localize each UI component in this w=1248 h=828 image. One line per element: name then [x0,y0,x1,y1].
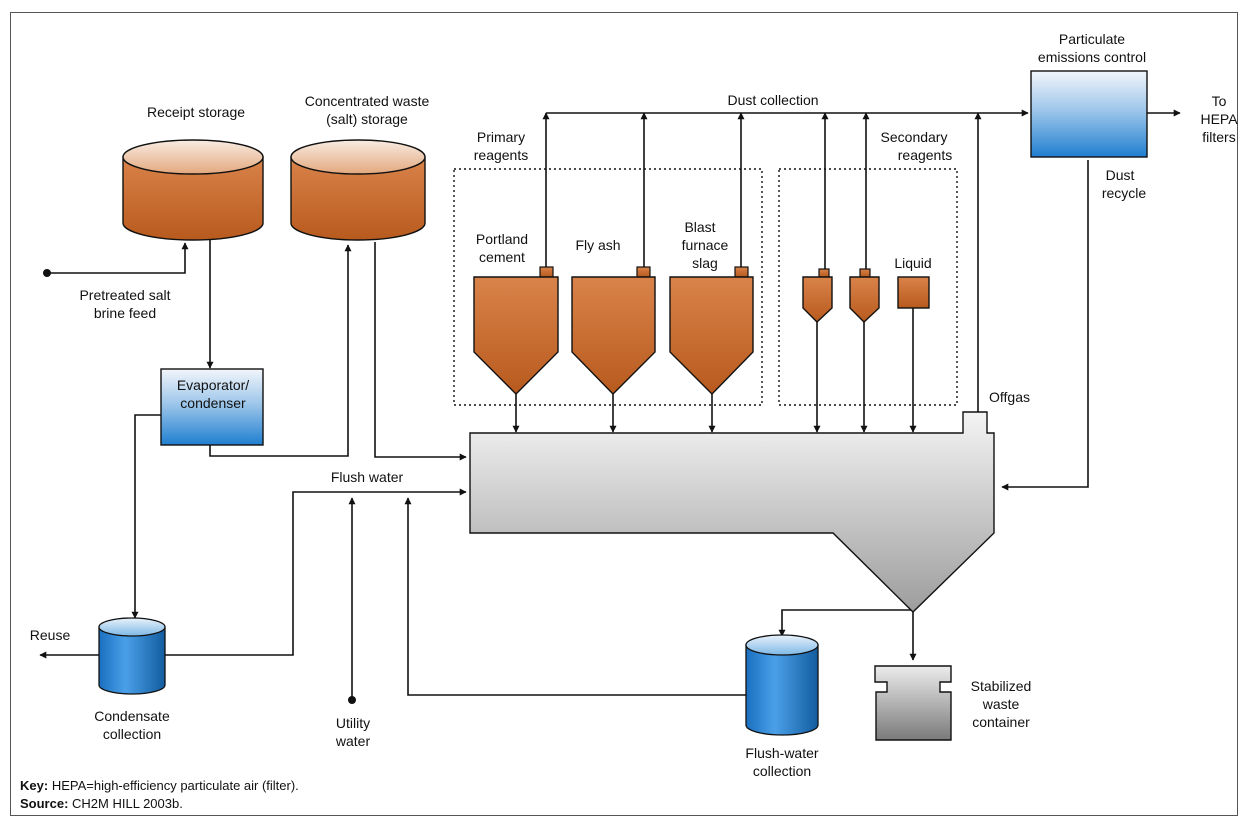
key-text: HEPA=high-efficiency particulate air (fi… [51,778,299,793]
blast-furnace-label: Blast [684,219,715,235]
source-label: Source: [20,796,69,811]
fly-ash-hopper [571,266,656,395]
condensate-collection-label: Condensate [94,708,170,724]
source-text: CH2M HILL 2003b. [72,796,183,811]
brine-feed-dot [43,269,51,277]
utility-water-dot [348,696,356,704]
pretreated-feed-label-2: brine feed [94,305,156,321]
diagram-frame [10,12,1238,816]
diagram-labels: Receipt storage Concentrated waste (salt… [30,31,1238,779]
key-line: Key: HEPA=high-efficiency particulate ai… [20,778,299,793]
offgas-label: Offgas [989,389,1030,405]
secondary-reagents-label-2: reagents [898,147,952,163]
concentrated-waste-label-2: (salt) storage [326,111,408,127]
to-hepa-label: To [1212,93,1227,109]
receipt-storage-label: Receipt storage [147,104,245,120]
condensate-collection-label-2: collection [103,726,161,742]
brine-feed-line [47,242,189,274]
secondary-hopper-2 [849,268,880,323]
particulate-emissions-control [1030,70,1148,158]
condensate-collection-tank [98,617,166,695]
blast-furnace-slag-hopper [669,266,754,395]
secondary-hopper-1 [802,268,833,323]
key-label: Key: [20,778,49,793]
source-line: Source: CH2M HILL 2003b. [20,796,183,811]
mixer [469,411,995,613]
portland-cement-label: Portland [476,231,528,247]
particulate-label: Particulate [1059,31,1125,47]
utility-water-label-2: water [335,733,371,749]
secondary-reagents-box [778,168,958,406]
blast-furnace-label-2: furnace [682,237,729,253]
dust-recycle-line [1001,160,1089,491]
flush-water-collection-tank [745,634,819,736]
pretreated-feed-label: Pretreated salt [79,287,170,303]
primary-reagents-label: Primary [477,129,525,145]
stabilized-waste-label: Stabilized [971,678,1032,694]
stabilized-waste-label-3: container [972,714,1030,730]
fly-ash-label: Fly ash [575,237,620,253]
blast-furnace-label-3: slag [692,255,718,271]
liquid-tank [897,276,930,309]
flush-water-label: Flush water [331,469,404,485]
receipt-storage-tank [122,139,264,241]
utility-water-label: Utility [336,715,370,731]
primary-reagents-label-2: reagents [474,147,528,163]
stabilized-waste-label-2: waste [982,696,1020,712]
concentrated-waste-tank [290,139,426,241]
portland-cement-hopper [473,266,559,395]
evaporator-label-2: condenser [180,395,246,411]
flush-water-collection-label: Flush-water [745,745,818,761]
dust-collection-label: Dust collection [727,92,818,108]
reuse-label: Reuse [30,627,71,643]
dust-recycle-label: Dust [1106,167,1135,183]
evaporator-condenser [160,368,264,446]
portland-cement-label-2: cement [479,249,525,265]
stabilized-waste-container [874,665,952,741]
liquid-label: Liquid [894,255,931,271]
evaporator-label: Evaporator/ [177,377,249,393]
dust-recycle-label-2: recycle [1102,185,1147,201]
to-hepa-label-2: HEPA [1200,111,1238,127]
to-hepa-label-3: filters [1202,129,1235,145]
particulate-label-2: emissions control [1038,49,1146,65]
concentrated-waste-label: Concentrated waste [305,93,430,109]
secondary-reagents-label: Secondary [881,129,948,145]
flow-lines [39,109,1181,698]
flush-water-collection-label-2: collection [753,763,811,779]
primary-reagents-box [453,168,763,406]
